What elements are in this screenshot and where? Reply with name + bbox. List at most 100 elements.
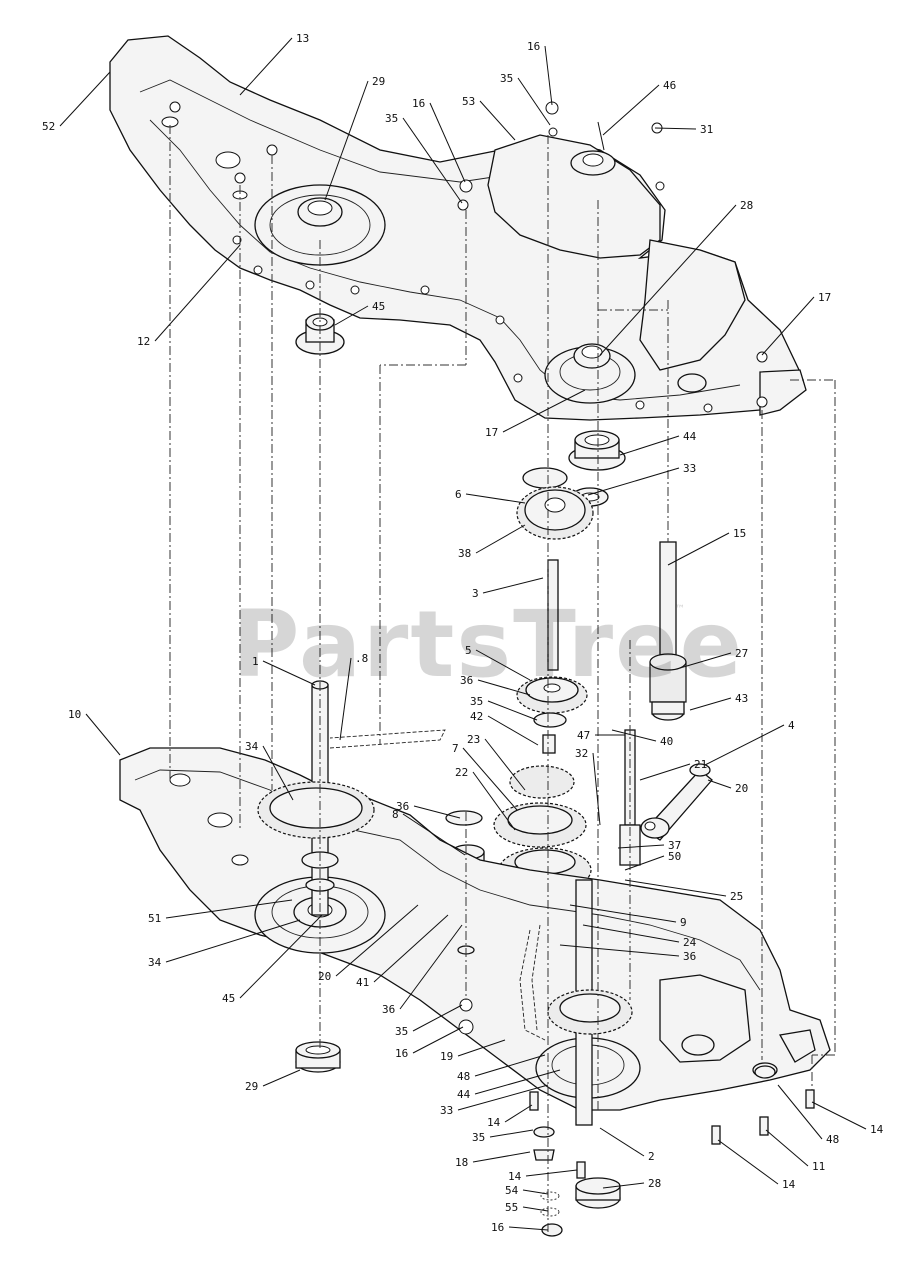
leader-line (412, 1004, 463, 1032)
callout-number: 36 (396, 800, 409, 813)
callout-number: .8 (355, 652, 368, 665)
callout-number: 48 (826, 1133, 839, 1146)
leader-line (517, 77, 551, 126)
callout-number: 17 (485, 426, 498, 439)
callout-upper-housing-bolt: 13 (239, 32, 309, 96)
leader-line (465, 493, 526, 504)
callout-number: 13 (296, 32, 309, 45)
callout-number: 8 (392, 808, 399, 821)
callout-number: 36 (382, 1003, 395, 1016)
callout-number: 34 (245, 740, 259, 753)
leader-line (412, 1026, 464, 1054)
leader-line (339, 657, 352, 741)
upper-fasteners (169, 101, 768, 413)
leader-line (777, 1084, 823, 1140)
callout-sprocket: 34 (245, 740, 294, 801)
callout-number: 34 (148, 956, 162, 969)
callout-number: 28 (740, 199, 753, 212)
callout-number: 14 (508, 1170, 522, 1183)
callout-number: 14 (870, 1123, 884, 1136)
callout-number: 40 (660, 735, 673, 748)
callout-bushing: 44 (619, 430, 697, 456)
callout-number: 19 (440, 1050, 453, 1063)
leader-line (262, 660, 316, 686)
callout-number: 10 (68, 708, 81, 721)
leader-line (617, 844, 665, 849)
callout-number: 36 (683, 950, 696, 963)
callout-chain: 19 (440, 1039, 506, 1063)
callout-number: 14 (782, 1178, 796, 1191)
callout-number: 44 (457, 1088, 471, 1101)
leader-line (679, 652, 732, 669)
callout-bolt: 14 (717, 1139, 796, 1191)
callout-number: 36 (460, 674, 473, 687)
callout-washer: 36 (460, 674, 531, 696)
leader-line (399, 924, 463, 1010)
callout-number: 20 (735, 782, 748, 795)
callout-bolt: 17 (761, 291, 831, 356)
callout-washer: 35 (472, 1129, 534, 1144)
callout-number: 12 (137, 335, 150, 348)
leader-line (502, 389, 586, 433)
callout-number: 31 (700, 123, 713, 136)
callout-lower-housing: 10 (68, 708, 121, 756)
callout-sprocket: 34 (148, 919, 301, 969)
callout-number: 50 (668, 850, 681, 863)
callout-washer: 55 (505, 1201, 549, 1214)
leader-line (487, 700, 538, 721)
callout-number: 38 (458, 547, 471, 560)
leader-line (487, 715, 539, 746)
callout-bearing: 28 (602, 1177, 661, 1190)
leader-line (599, 1127, 645, 1157)
callout-washer: 33 (440, 1084, 549, 1117)
callout-number: 2 (648, 1150, 655, 1163)
leader-line (592, 752, 601, 826)
callout-number: 35 (472, 1131, 485, 1144)
leader-line (154, 244, 241, 342)
callout-shaft: 21 (639, 758, 707, 781)
leader-line (474, 1054, 546, 1077)
leader-line (611, 729, 657, 742)
leader-line (624, 879, 727, 897)
callout-washer: 36 (396, 800, 461, 819)
callout-number: 52 (42, 120, 55, 133)
callout-bushing: 48 (457, 1054, 546, 1083)
leader-line (413, 805, 461, 819)
leader-line (587, 467, 680, 496)
callout-gear: 8 (392, 808, 466, 856)
callout-bracket: 51 (148, 899, 293, 925)
leader-line (457, 1084, 549, 1111)
callout-number: 6 (455, 488, 462, 501)
leader-line (262, 1069, 301, 1087)
leader-line (525, 1169, 578, 1177)
callout-number: 29 (245, 1080, 258, 1093)
callout-washer: 36 (559, 944, 696, 963)
shaft-1-assembly (257, 680, 446, 916)
callout-bracket-plate: 53 (462, 95, 516, 141)
leader-line (335, 904, 419, 977)
callout-number: 1 (252, 655, 259, 668)
callout-number: 3 (472, 587, 479, 600)
callout-number: 15 (733, 527, 746, 540)
callout-gear: 6 (455, 488, 526, 504)
callout-shaft: 25 (624, 879, 743, 903)
callout-number: 47 (577, 729, 590, 742)
leader-line (477, 679, 531, 696)
leader-line (457, 1039, 506, 1057)
leader-line (262, 745, 294, 801)
callout-washer: 35 (500, 72, 551, 126)
callout-bushing: 44 (457, 1069, 561, 1101)
callout-clip: 31 (654, 123, 713, 136)
callout-number: 54 (505, 1184, 519, 1197)
callout-number: 16 (491, 1221, 504, 1234)
callout-bearing: 29 (324, 75, 385, 201)
callout-number: 16 (527, 40, 540, 53)
lever-20 (640, 763, 713, 841)
callout-number: 35 (385, 112, 398, 125)
leader-line (504, 1104, 533, 1123)
leader-line (707, 779, 732, 789)
callout-number: 18 (455, 1156, 468, 1169)
callout-number: 16 (412, 97, 425, 110)
leader-line (85, 713, 121, 756)
